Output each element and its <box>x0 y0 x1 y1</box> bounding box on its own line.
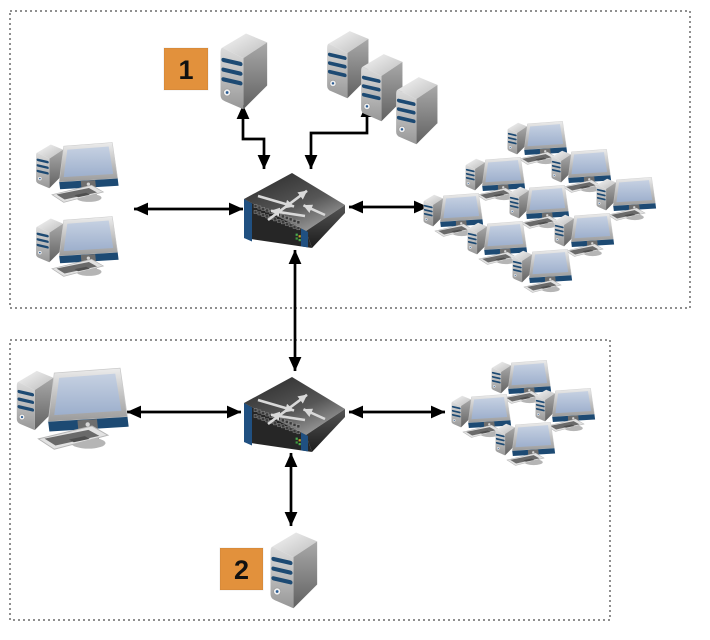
devices <box>17 30 656 609</box>
zone-2-label: 2 <box>234 555 249 585</box>
zone-2-boundary <box>9 339 611 621</box>
workstation-grid-r3c3 <box>512 249 572 292</box>
zone-labels: 12 <box>163 47 264 591</box>
connections <box>126 102 446 527</box>
link-serverfarm-to-switch1 <box>304 102 374 170</box>
workstation-main <box>17 368 129 449</box>
zone-1-label: 1 <box>178 55 193 85</box>
link-server1-to-switch1 <box>236 104 271 170</box>
workstation-a2 <box>36 217 119 277</box>
server-2 <box>270 532 318 609</box>
zone-2-label-box <box>219 547 264 591</box>
workstation-b-r2c2 <box>495 422 555 465</box>
zone-1-boundary <box>9 10 691 309</box>
switch-2 <box>244 377 345 452</box>
zone-boundaries <box>9 10 691 621</box>
zone-1-label-box <box>163 47 209 91</box>
workstation-a1 <box>36 143 119 203</box>
server-farm-c <box>395 76 438 145</box>
server-1 <box>220 33 268 110</box>
switch-1 <box>244 173 345 248</box>
